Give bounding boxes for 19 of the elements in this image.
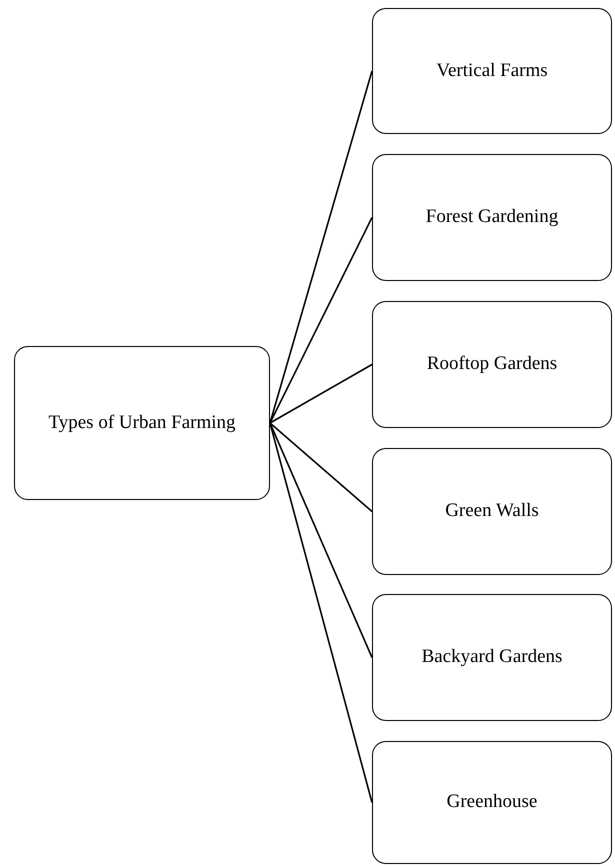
process-box xyxy=(372,301,612,428)
connector-line xyxy=(269,422,373,658)
box-label: Vertical Farms xyxy=(436,60,548,82)
box-label: Greenhouse xyxy=(446,792,538,813)
process-box xyxy=(372,8,612,134)
process-box xyxy=(372,594,612,721)
process-box xyxy=(372,741,612,864)
process-box xyxy=(372,448,612,575)
box-label: Rooftop Gardens xyxy=(426,354,558,375)
process-box xyxy=(14,346,270,500)
box-label: Green Walls xyxy=(445,501,539,522)
connector-line xyxy=(270,364,372,424)
connector-line xyxy=(269,70,373,424)
process-box xyxy=(372,154,612,281)
box-label: Forest Gardening xyxy=(426,207,558,228)
box-label: Types of Urban Farming xyxy=(48,412,236,434)
connector-line xyxy=(269,217,373,424)
box-label: Backyard Gardens xyxy=(422,647,562,668)
connector-line xyxy=(269,422,373,512)
